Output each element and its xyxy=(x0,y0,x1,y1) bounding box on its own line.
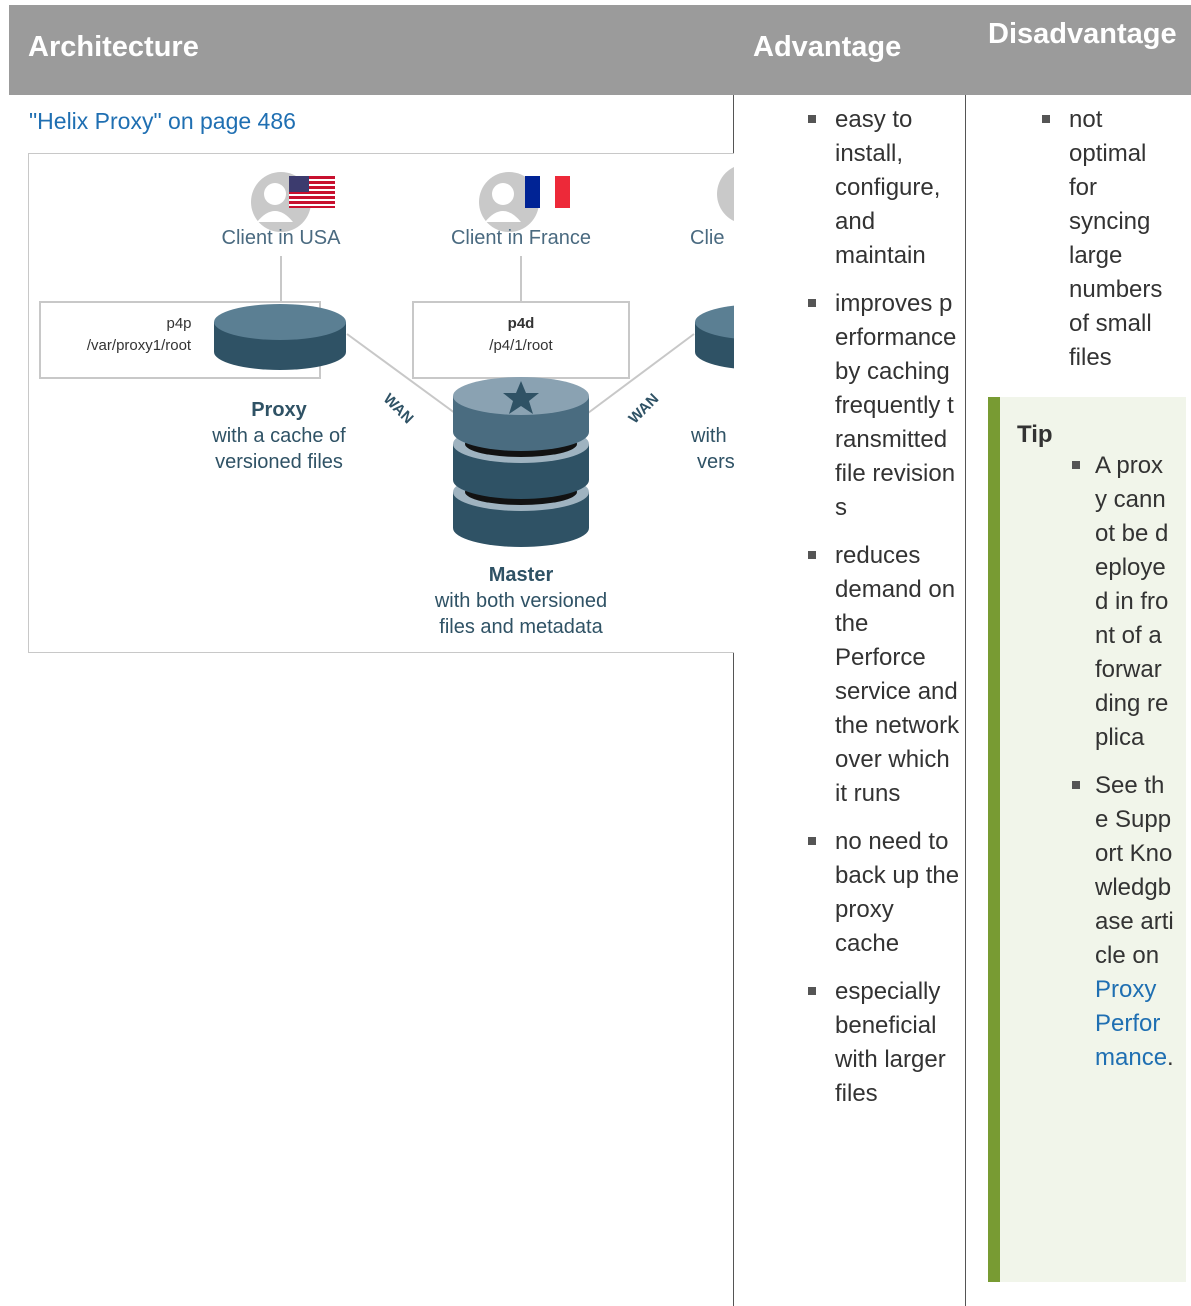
list-item: especially beneficial with larger files xyxy=(808,975,960,1111)
advantage-text: easy to install, configure, and maintain xyxy=(835,106,941,269)
tip-list: A proxy cannot be deployed in front of a… xyxy=(1072,449,1175,1089)
master-desc-1: with both versioned xyxy=(434,590,607,612)
tip-title: Tip xyxy=(1017,421,1053,448)
bullet-square-icon xyxy=(808,551,816,559)
proxy-desc-1: with a cache of xyxy=(211,425,346,447)
header-disadvantage: Disadvantage xyxy=(988,18,1177,50)
right-desc-1: with xyxy=(690,425,727,447)
master-database-stack-icon xyxy=(453,377,589,547)
header-advantage: Advantage xyxy=(753,31,902,63)
client-usa-avatar-icon xyxy=(251,172,335,232)
list-item: improves performance by caching frequent… xyxy=(808,287,960,525)
list-item: easy to install, configure, and maintain xyxy=(808,103,960,273)
list-item: not optimal for syncing large numbers of… xyxy=(1042,103,1163,375)
tip-item-suffix: . xyxy=(1167,1044,1174,1071)
advantage-text: no need to back up the proxy cache xyxy=(835,828,960,957)
proxy-box-line2: /var/proxy1/root xyxy=(87,337,192,354)
bullet-square-icon xyxy=(1072,461,1080,469)
column-divider xyxy=(733,95,734,1306)
list-item: See the Support Knowledgbase article on … xyxy=(1072,769,1175,1075)
master-box-line1: p4d xyxy=(508,315,535,332)
bullet-square-icon xyxy=(808,987,816,995)
helix-proxy-link[interactable]: "Helix Proxy" on page 486 xyxy=(29,108,296,134)
list-item: A proxy cannot be deployed in front of a… xyxy=(1072,449,1175,755)
header-architecture: Architecture xyxy=(28,31,199,63)
master-box-line2: /p4/1/root xyxy=(489,337,553,354)
master-desc-2: files and metadata xyxy=(439,616,603,638)
wan-right-label: WAN xyxy=(625,390,662,427)
tip-item-text: A proxy cannot be deployed in front of a… xyxy=(1095,452,1169,751)
wan-left-label: WAN xyxy=(380,390,417,427)
right-proxy-database-icon xyxy=(695,305,734,369)
list-item: no need to back up the proxy cache xyxy=(808,825,960,961)
list-item: reduces demand on the Perforce service a… xyxy=(808,539,960,811)
tip-box: Tip A proxy cannot be deployed in front … xyxy=(988,397,1186,1282)
bullet-square-icon xyxy=(1072,781,1080,789)
tip-item-text: See the Support Knowledgbase article on xyxy=(1095,772,1174,969)
disadvantage-text: not optimal for syncing large numbers of… xyxy=(1069,106,1163,371)
disadvantages-list: not optimal for syncing large numbers of… xyxy=(1042,103,1163,389)
column-divider xyxy=(965,95,966,1306)
proxy-desc-2: versioned files xyxy=(215,451,343,473)
client-third-avatar-icon xyxy=(717,166,734,222)
bullet-square-icon xyxy=(1042,115,1050,123)
bullet-square-icon xyxy=(808,837,816,845)
client-france-label: Client in France xyxy=(451,227,591,249)
master-box xyxy=(412,301,630,379)
advantages-list: easy to install, configure, and maintain… xyxy=(808,103,960,1125)
client-third-label: Clie xyxy=(690,227,724,249)
client-usa-label: Client in USA xyxy=(222,227,342,249)
master-title: Master xyxy=(489,564,554,586)
client-france-avatar-icon xyxy=(479,172,570,232)
table-header: Architecture Advantage Disadvantage xyxy=(9,5,1191,95)
proxy-box-line1: p4p xyxy=(166,315,191,332)
bullet-square-icon xyxy=(808,115,816,123)
proxy-architecture-diagram: Client in USA Client in France Clie p4p … xyxy=(28,153,734,653)
advantage-text: reduces demand on the Perforce service a… xyxy=(835,542,960,807)
proxy-performance-link[interactable]: Proxy Performance xyxy=(1095,976,1168,1071)
advantage-text: improves performance by caching frequent… xyxy=(835,290,957,521)
right-desc-2: vers xyxy=(697,451,734,473)
advantage-text: especially beneficial with larger files xyxy=(835,978,946,1107)
proxy-title: Proxy xyxy=(251,399,307,421)
bullet-square-icon xyxy=(808,299,816,307)
proxy-database-icon xyxy=(214,304,346,370)
